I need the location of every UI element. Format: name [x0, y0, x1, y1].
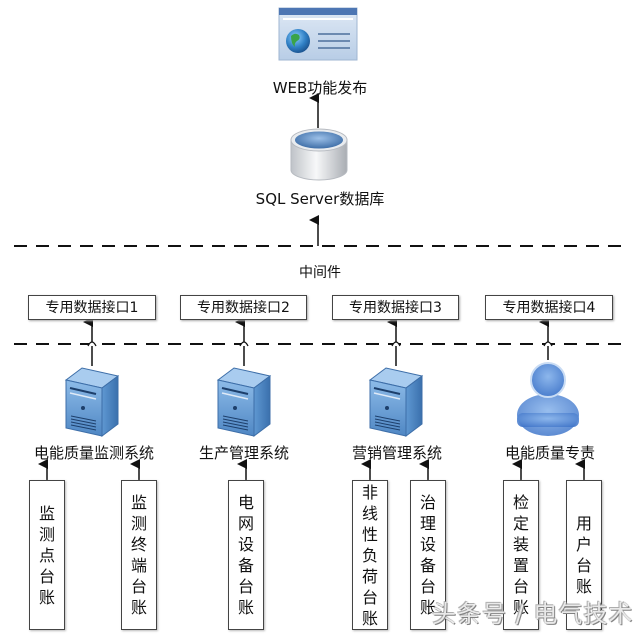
middleware-label: 中间件 — [299, 265, 341, 281]
ledger-box: 检定装置台账 — [503, 480, 539, 630]
ledger-char: 台 — [575, 556, 592, 575]
ledger-char: 端 — [130, 556, 147, 575]
ledger-char: 户 — [575, 535, 592, 554]
user-icon — [517, 362, 579, 436]
ledger-char: 电 — [237, 493, 254, 512]
ledger-char: 荷 — [361, 566, 378, 586]
line-crossing-hop — [543, 341, 553, 347]
ledger-char: 台 — [130, 577, 147, 596]
system-label-pq-officer: 电能质量专责 — [504, 444, 596, 462]
ledger-char: 装 — [512, 535, 529, 554]
database-icon — [290, 128, 348, 181]
line-crossing-hop — [391, 341, 401, 347]
server-icon — [64, 367, 120, 437]
ledger-char: 监 — [130, 493, 147, 512]
ledger-box: 电网设备台账 — [228, 480, 264, 630]
ledger-char: 账 — [419, 598, 436, 617]
ledger-char: 台 — [419, 577, 436, 596]
ledger-char: 账 — [512, 598, 529, 617]
ledger-char: 设 — [419, 535, 436, 554]
ledger-char: 监 — [38, 503, 55, 523]
ledger-char: 台 — [512, 577, 529, 596]
ledger-char: 置 — [512, 556, 529, 575]
ledger-char: 台 — [38, 566, 55, 586]
ledger-box: 监测点台账 — [29, 480, 65, 630]
ledger-char: 检 — [512, 493, 529, 512]
ledger-box: 用户台账 — [566, 480, 602, 630]
web-page-icon — [278, 7, 358, 61]
ledger-char: 终 — [130, 535, 147, 554]
ledger-char: 用 — [575, 514, 592, 533]
line-crossing-hop — [87, 341, 97, 347]
ledger-char: 理 — [419, 514, 436, 533]
system-label-pq-monitoring: 电能质量监测系统 — [33, 444, 155, 462]
ledger-char: 点 — [38, 545, 55, 565]
interface-box-4: 专用数据接口4 — [485, 295, 613, 320]
ledger-char: 备 — [237, 556, 254, 575]
ledger-char: 非 — [361, 482, 378, 502]
ledger-char: 线 — [361, 503, 378, 523]
ledger-char: 定 — [512, 514, 529, 533]
ledger-char: 账 — [575, 577, 592, 596]
server-icon — [216, 367, 272, 437]
interface-box-2: 专用数据接口2 — [180, 295, 307, 320]
system-label-production: 生产管理系统 — [198, 444, 290, 462]
ledger-char: 台 — [237, 577, 254, 596]
database-label: SQL Server数据库 — [255, 190, 385, 208]
ledger-char: 账 — [130, 598, 147, 617]
ledger-char: 设 — [237, 535, 254, 554]
ledger-char: 网 — [237, 514, 254, 533]
interface-box-3: 专用数据接口3 — [332, 295, 459, 320]
ledger-char: 账 — [361, 608, 378, 628]
ledger-char: 负 — [361, 545, 378, 565]
ledger-char: 治 — [419, 493, 436, 512]
watermark: 头条号 / 电气技术 — [432, 600, 634, 628]
ledger-char: 性 — [361, 524, 378, 544]
system-label-marketing: 营销管理系统 — [351, 444, 443, 462]
ledger-box: 非线性负荷台账 — [352, 480, 388, 630]
ledger-box: 治理设备台账 — [410, 480, 446, 630]
ledger-box: 监测终端台账 — [121, 480, 157, 630]
line-crossing-hop — [239, 341, 249, 347]
ledger-char: 台 — [361, 587, 378, 607]
ledger-char: 备 — [419, 556, 436, 575]
web-publish-label: WEB功能发布 — [272, 79, 368, 97]
server-icon — [368, 367, 424, 437]
interface-box-1: 专用数据接口1 — [28, 295, 156, 320]
ledger-char: 账 — [237, 598, 254, 617]
ledger-char: 账 — [38, 587, 55, 607]
ledger-char: 测 — [38, 524, 55, 544]
ledger-char: 测 — [130, 514, 147, 533]
